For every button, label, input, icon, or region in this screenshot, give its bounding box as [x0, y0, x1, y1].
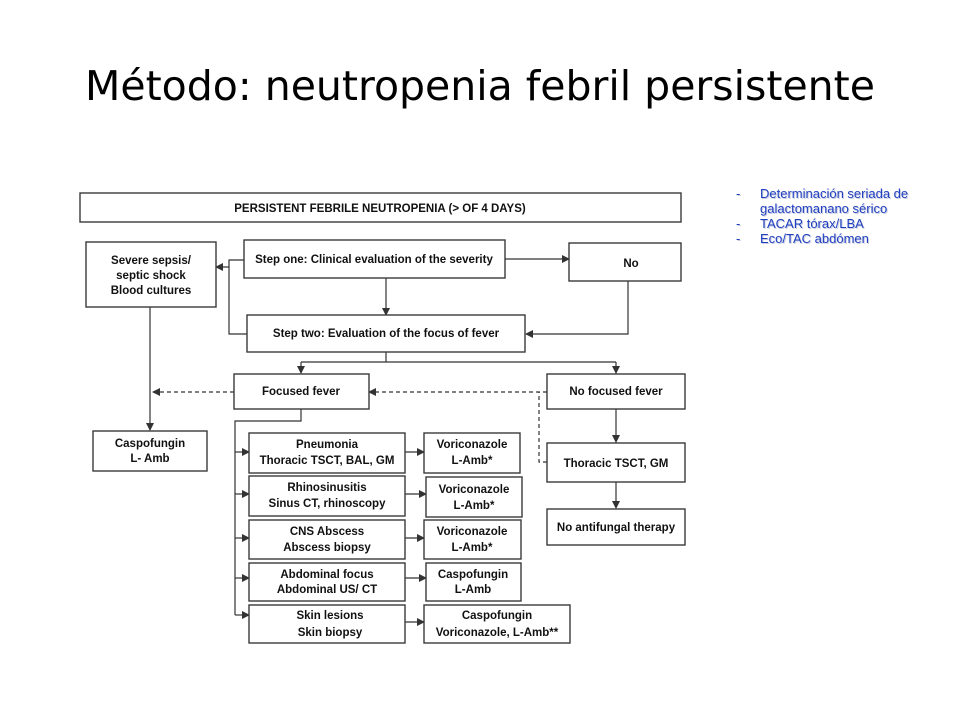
skin-line-1: Skin lesions: [296, 610, 363, 622]
pneumonia-tx-line-1: Voriconazole: [437, 439, 508, 451]
rhinosinusitis-line-2: Sinus CT, rhinoscopy: [269, 498, 387, 510]
pneumonia-tx-line-2: L-Amb*: [452, 455, 493, 467]
notes-list: Determinación seriada de galactomanano s…: [734, 186, 914, 246]
edges: [146, 255, 629, 626]
severe-sepsis-box: Severe sepsis/ septic shock Blood cultur…: [85, 241, 217, 308]
pneumonia-box: Pneumonia Thoracic TSCT, BAL, GM: [248, 432, 406, 474]
caspofungin-lamb-box: Caspofungin L- Amb: [92, 430, 208, 472]
edge-no-to-step-two: [525, 281, 629, 338]
cns-tx-box: Voriconazole L-Amb*: [423, 519, 522, 560]
edge-thoracic-to-dashed: [538, 392, 547, 463]
pneumonia-line-2: Thoracic TSCT, BAL, GM: [260, 455, 395, 467]
no-antifungal-text: No antifungal therapy: [557, 522, 676, 534]
no-antifungal-box: No antifungal therapy: [546, 508, 686, 546]
rhinosinusitis-tx-line-2: L-Amb*: [454, 500, 495, 512]
no-focused-fever-box: No focused fever: [546, 373, 686, 410]
edge-step-two-to-severe: [228, 267, 247, 335]
cns-tx-line-2: L-Amb*: [452, 542, 493, 554]
pneumonia-tx-box: Voriconazole L-Amb*: [423, 432, 521, 474]
cns-line-2: Abscess biopsy: [283, 542, 371, 554]
cns-box: CNS Abscess Abscess biopsy: [248, 519, 406, 560]
severe-line-2: septic shock: [116, 270, 186, 282]
focused-fever-text: Focused fever: [262, 386, 340, 398]
cns-line-1: CNS Abscess: [290, 526, 364, 538]
no-focused-fever-text: No focused fever: [569, 386, 663, 398]
skin-tx-line-1: Caspofungin: [462, 610, 532, 622]
no-text: No: [623, 258, 638, 270]
step-two-text: Step two: Evaluation of the focus of fev…: [273, 328, 500, 340]
step-two-box: Step two: Evaluation of the focus of fev…: [246, 314, 526, 353]
thoracic-tsct-gm-text: Thoracic TSCT, GM: [564, 458, 669, 470]
abdominal-tx-line-1: Caspofungin: [438, 569, 508, 581]
rhinosinusitis-tx-line-1: Voriconazole: [439, 484, 510, 496]
pneumonia-line-1: Pneumonia: [296, 439, 359, 451]
edge-step-one-to-severe: [215, 259, 244, 271]
rhinosinusitis-tx-box: Voriconazole L-Amb*: [425, 476, 523, 518]
header-box: PERSISTENT FEBRILE NEUTROPENIA (> OF 4 D…: [79, 192, 682, 223]
skin-tx-line-2: Voriconazole, L-Amb**: [436, 627, 559, 639]
rhinosinusitis-line-1: Rhinosinusitis: [287, 482, 366, 494]
thoracic-tsct-gm-box: Thoracic TSCT, GM: [546, 442, 686, 483]
rhinosinusitis-box: Rhinosinusitis Sinus CT, rhinoscopy: [248, 475, 406, 517]
caspofungin-line-1: Caspofungin: [115, 438, 185, 450]
severe-line-3: Blood cultures: [111, 285, 192, 297]
header-text: PERSISTENT FEBRILE NEUTROPENIA (> OF 4 D…: [234, 203, 526, 215]
edge-focused-trunk: [234, 409, 302, 615]
note-item: Determinación seriada de galactomanano s…: [734, 186, 914, 216]
no-box: No: [568, 242, 682, 282]
focused-fever-box: Focused fever: [233, 373, 370, 410]
cns-tx-line-1: Voriconazole: [437, 526, 508, 538]
abdominal-line-1: Abdominal focus: [280, 569, 373, 581]
skin-box: Skin lesions Skin biopsy: [248, 604, 406, 644]
severe-line-1: Severe sepsis/: [111, 255, 192, 267]
abdominal-box: Abdominal focus Abdominal US/ CT: [248, 562, 406, 602]
abdominal-tx-line-2: L-Amb: [455, 584, 491, 596]
slide-title: Método: neutropenia febril persistente: [85, 62, 875, 110]
caspofungin-line-2: L- Amb: [130, 453, 169, 465]
step-one-text: Step one: Clinical evaluation of the sev…: [255, 254, 493, 266]
step-one-box: Step one: Clinical evaluation of the sev…: [243, 239, 506, 279]
note-item: Eco/TAC abdómen: [734, 231, 914, 246]
note-item: TACAR tórax/LBA: [734, 216, 914, 231]
skin-tx-box: Caspofungin Voriconazole, L-Amb**: [423, 604, 571, 644]
abdominal-line-2: Abdominal US/ CT: [277, 584, 377, 596]
skin-line-2: Skin biopsy: [298, 627, 363, 639]
abdominal-tx-box: Caspofungin L-Amb: [425, 562, 522, 602]
